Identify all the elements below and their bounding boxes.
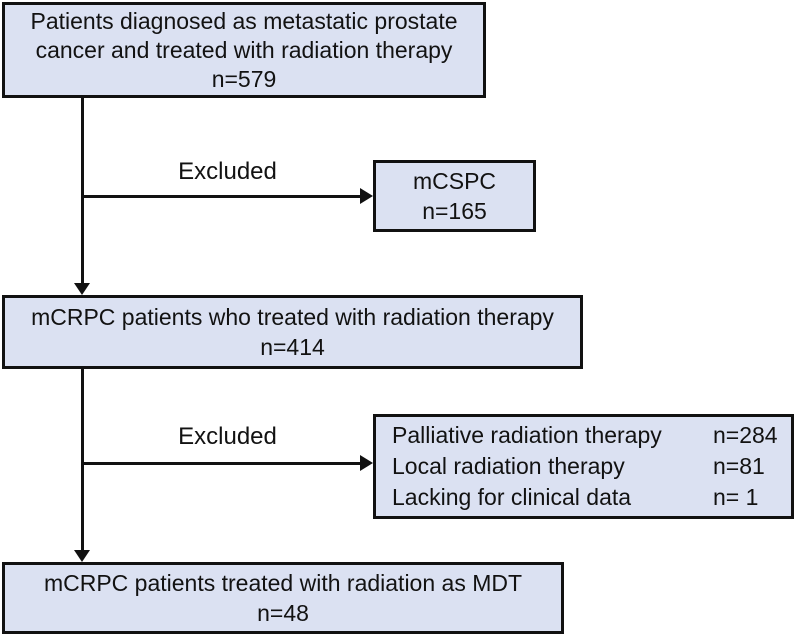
box-initial-line2: cancer and treated with radiation therap… — [35, 36, 453, 63]
exclusion-count: n=81 — [713, 453, 765, 479]
box-mcrpc-line1: mCRPC patients who treated with radiatio… — [31, 304, 554, 330]
box-initial-cohort: Patients diagnosed as metastatic prostat… — [2, 2, 486, 98]
exclusion-label: Lacking for clinical data — [392, 484, 632, 510]
arrowhead-right-icon — [360, 455, 373, 471]
box-mcrpc-count: n=414 — [260, 334, 325, 360]
box-initial-count: n=579 — [211, 65, 277, 92]
excluded-label-2: Excluded — [178, 423, 277, 450]
box-mcrpc-radiation: mCRPC patients who treated with radiatio… — [2, 295, 583, 369]
connector-horizontal-2 — [82, 462, 362, 465]
connector-vertical-2 — [81, 368, 84, 552]
arrowhead-right-icon — [360, 188, 373, 204]
exclusion-count: n= 1 — [713, 484, 759, 510]
box-mcspc: mCSPC n=165 — [373, 160, 536, 232]
connector-horizontal-1 — [82, 195, 362, 198]
box-mdt-count: n=48 — [257, 600, 309, 626]
exclusion-row: Palliative radiation therapy n=284 — [376, 420, 791, 451]
box-mdt-cohort: mCRPC patients treated with radiation as… — [2, 562, 564, 634]
box-initial-line1: Patients diagnosed as metastatic prostat… — [30, 7, 458, 34]
connector-vertical-1 — [81, 98, 84, 285]
exclusion-count: n=284 — [713, 422, 778, 448]
exclusion-row: Local radiation therapy n=81 — [376, 451, 791, 482]
exclusion-label: Palliative radiation therapy — [392, 422, 662, 448]
exclusion-label: Local radiation therapy — [392, 453, 625, 479]
box-mdt-line1: mCRPC patients treated with radiation as… — [43, 570, 523, 596]
exclusion-row: Lacking for clinical data n= 1 — [376, 482, 791, 513]
box-mcspc-line1: mCSPC — [412, 168, 497, 194]
box-exclusion-reasons: Palliative radiation therapy n=284 Local… — [373, 414, 794, 519]
excluded-label-1: Excluded — [178, 158, 277, 185]
arrowhead-down-icon — [74, 283, 90, 295]
arrowhead-down-icon — [74, 550, 90, 562]
box-mcspc-count: n=165 — [422, 198, 487, 224]
